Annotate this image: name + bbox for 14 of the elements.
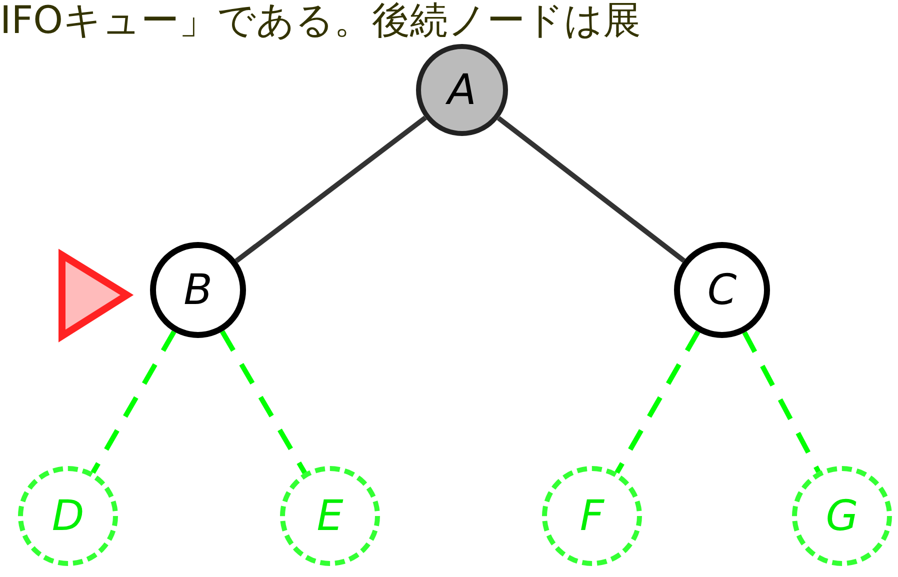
- connector-line: [90, 330, 176, 474]
- node-letter: A: [448, 69, 476, 111]
- node-letter: F: [580, 495, 604, 537]
- node-letter: B: [184, 269, 212, 311]
- connector-line: [220, 330, 307, 474]
- node-letter: E: [316, 495, 344, 537]
- node-letter: C: [707, 269, 737, 311]
- connector-line: [742, 331, 821, 474]
- node-letter: G: [826, 495, 858, 537]
- connector-line: [614, 330, 700, 474]
- node-letter: D: [52, 495, 84, 537]
- connector-line: [234, 116, 427, 263]
- connector-line: [496, 116, 686, 263]
- heading-text: IFOキュー」である。後続ノードは展: [0, 0, 641, 40]
